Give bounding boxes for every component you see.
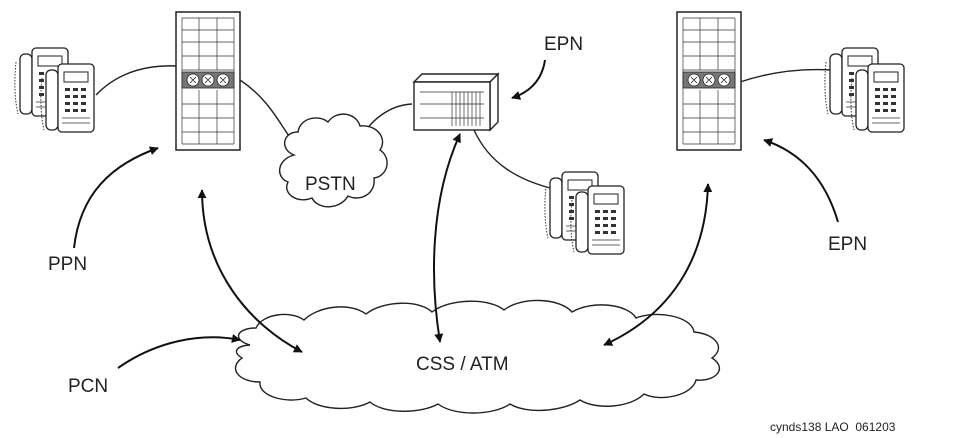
ppn-label: PPN [48, 254, 87, 275]
epn-top-arrow [511, 59, 546, 100]
pcn-label: PCN [68, 376, 108, 397]
epn-top-css-link-arrow [433, 133, 461, 343]
ppn-pstn-link [239, 79, 293, 141]
epn-right-css-link-arrow [603, 183, 713, 346]
epn-top-telephone-2 [570, 185, 625, 255]
epn-right-label: EPN [828, 234, 867, 255]
pcn-arrow [117, 334, 241, 369]
epn-right-telephone-2 [850, 63, 905, 133]
epn-right-arrow [763, 138, 839, 223]
pstn-label: PSTN [305, 174, 356, 195]
epn-top-label: EPN [544, 34, 583, 55]
epn-top-chassis [412, 72, 500, 132]
ppn-cabinet [175, 11, 241, 151]
ppn-arrow [73, 146, 159, 249]
ppn-telephone-2 [40, 63, 95, 133]
epn-phone-link [473, 129, 551, 189]
ppn-css-link-arrow [197, 189, 303, 353]
epn-right-cabinet [676, 11, 742, 151]
ppn-phone-link [95, 65, 177, 96]
epn-right-phone-link [739, 68, 833, 83]
css-atm-cloud [235, 299, 720, 414]
figure-id: cynds138 LAO 061203 [770, 420, 896, 434]
css-atm-label: CSS / ATM [416, 354, 509, 375]
